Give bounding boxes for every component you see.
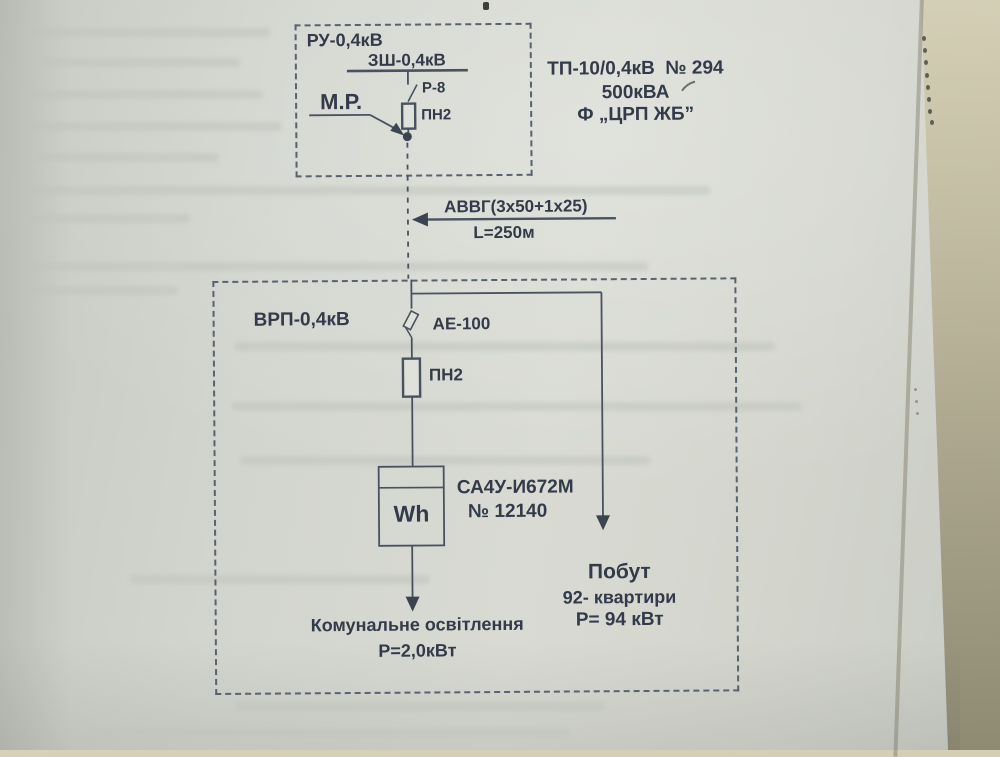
transformer-info-line1: ТП-10/0,4кВ № 294	[538, 57, 733, 80]
household-load-apartments: 92- квартири	[539, 587, 699, 609]
household-load-name: Побут	[539, 560, 699, 585]
switch-r8-symbol	[408, 85, 417, 102]
fuse-pn2-lower-symbol	[403, 359, 420, 397]
household-load-power: Р= 94 кВт	[540, 609, 700, 632]
manual-release-label: М.Р.	[320, 89, 362, 115]
meter-symbol: Wh	[379, 500, 444, 527]
busbar-label: ЗШ-0,4кВ	[342, 50, 472, 70]
lighting-load-power: Р=2,0кВт	[270, 640, 565, 663]
mr-leader-arrow	[309, 115, 404, 137]
breaker-label: АЕ-100	[433, 314, 491, 334]
feeder-dashed-line	[407, 143, 408, 279]
breaker-ae100-symbol	[403, 311, 418, 338]
transformer-info-line2: 500кВА	[538, 81, 733, 104]
fuse-pn2-upper-symbol	[402, 104, 415, 129]
lighting-output-line	[405, 546, 419, 612]
transformer-info-line3: Ф „ЦРП ЖБ”	[538, 103, 733, 126]
vrp-box-label: ВРП-0,4кВ	[254, 309, 350, 332]
fuse-label-upper: ПН2	[421, 106, 451, 123]
junction-dot	[403, 132, 412, 141]
fuse-label-lower: ПН2	[429, 365, 463, 385]
meter-model-label: СА4У-И672М	[457, 476, 574, 499]
lighting-load-name: Комунальне освітлення	[270, 614, 565, 637]
cable-length-label: L=250м	[444, 223, 564, 243]
ru-box-label: РУ-0,4кВ	[307, 30, 383, 51]
cable-type-label: АВВГ(3х50+1х25)	[431, 196, 601, 217]
switch-label: Р-8	[422, 79, 445, 96]
meter-serial-label: № 12140	[468, 501, 547, 523]
